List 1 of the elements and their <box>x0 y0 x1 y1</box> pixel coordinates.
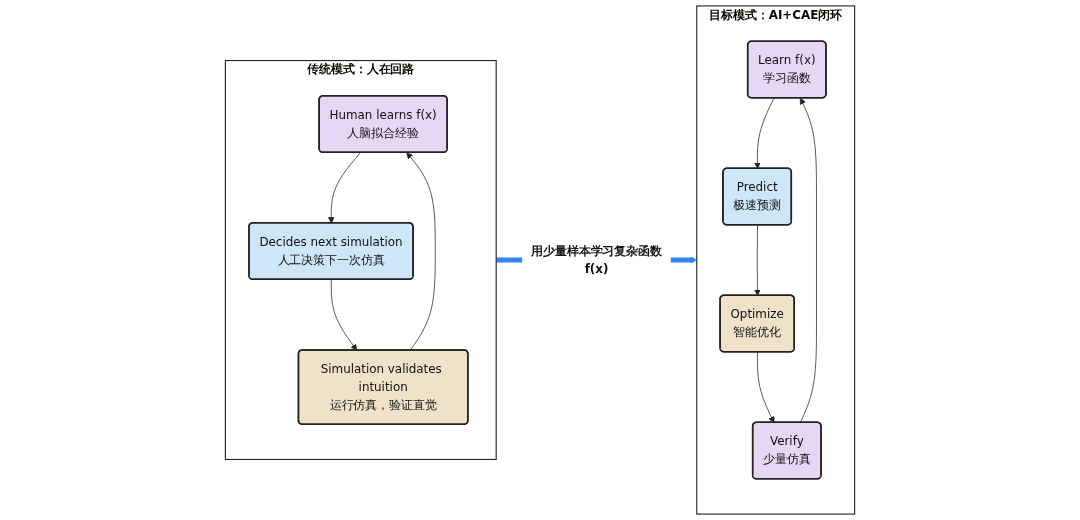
edge-label: 用少量样本学习复杂函数f(x) <box>531 243 662 276</box>
